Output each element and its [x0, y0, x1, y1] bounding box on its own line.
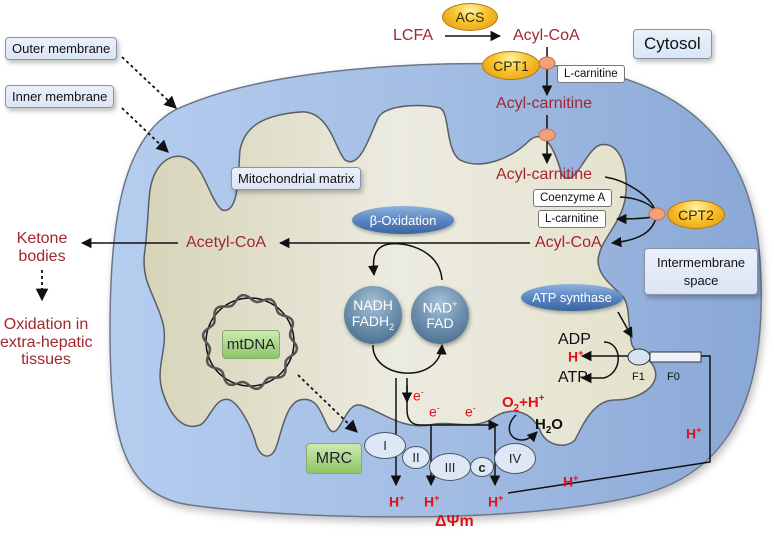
oxygen-to-water-arrow [508, 414, 538, 443]
adp-to-atp-arrow [580, 341, 619, 384]
ketone-bodies-label: Ketone bodies [5, 230, 79, 265]
mtdna-to-mrc-arrow [297, 374, 358, 433]
atp-synthase-f0 [649, 351, 702, 363]
fadh2-text: FADH2 [351, 312, 395, 332]
inner-membrane-label: Inner membrane [5, 85, 115, 108]
acetyl-coa-label: Acetyl-CoA [186, 234, 267, 251]
complex-iv: IV [494, 443, 536, 474]
membrane-potential-label: ΔΨm [435, 513, 474, 530]
mitochondrial-matrix-label: Mitochondrial matrix [231, 167, 362, 190]
coenzyme-a-box: Coenzyme A [533, 189, 613, 207]
cpt2-enzyme: CPT2 [667, 200, 725, 229]
extrahepatic-oxidation-label: Oxidation in extra-hepatic tissues [0, 316, 93, 369]
inner-membrane-pointer [121, 107, 169, 153]
proton-complex-i: H+ [389, 493, 405, 510]
beta-oxidation-loop [368, 242, 443, 281]
atp-synthase-pointer [617, 311, 633, 338]
nad-text: NAD+ [422, 298, 458, 316]
oxidation-line1: Oxidation in [3, 316, 89, 333]
acyl-carnitine-ims-label: Acyl-carnitine [496, 95, 593, 112]
nadh-text: NADH [353, 297, 393, 314]
cofactor-regeneration-loop [372, 343, 447, 374]
f1-label: F1 [632, 371, 645, 383]
acs-enzyme: ACS [442, 3, 498, 31]
electron-label-2: e- [429, 403, 440, 420]
outer-membrane-pointer [121, 56, 177, 109]
complex-iii: III [429, 453, 471, 481]
ketone-line1: Ketone [16, 230, 68, 247]
nad-fad-ball: NAD+ FAD [411, 286, 469, 344]
complex-i: I [364, 432, 406, 459]
atp-synthase-f1 [627, 348, 651, 366]
oxygen-proton-label: O2+H+ [502, 393, 545, 414]
intermembrane-line1: Intermembrane [657, 255, 746, 270]
acyl-coa-cytosol-label: Acyl-CoA [513, 27, 580, 44]
carnitine-translocase [538, 128, 556, 142]
adp-label: ADP [558, 331, 591, 348]
atp-label: ATP [558, 369, 588, 386]
outer-membrane-label: Outer membrane [5, 37, 118, 60]
mtdna-label: mtDNA [222, 330, 280, 359]
oxidation-line2: extra-hepatic [0, 333, 93, 351]
oxidation-line3: tissues [21, 351, 71, 369]
cytochrome-c: c [470, 457, 494, 477]
cpt1-transporter [538, 56, 556, 70]
intermembrane-line2: space [683, 272, 719, 288]
complex-ii: II [402, 446, 430, 469]
cpt2-out-acylcoa [610, 217, 657, 248]
fad-text: FAD [426, 314, 454, 331]
proton-ims-1: H+ [563, 473, 579, 490]
ketone-line2: bodies [18, 247, 66, 265]
mrc-label: MRC [306, 443, 362, 474]
proton-matrix-atp: H+ [568, 348, 584, 365]
acyl-coa-matrix-label: Acyl-CoA [535, 234, 602, 251]
l-carnitine-matrix-box: L-carnitine [538, 210, 606, 228]
f0-label: F0 [667, 371, 680, 383]
electron-label-3: e- [465, 403, 476, 420]
electron-label-1: e- [413, 387, 424, 404]
water-label: H2O [535, 416, 563, 436]
atp-synthase-label: ATP synthase [521, 284, 623, 311]
nadh-fadh2-ball: NADH FADH2 [344, 286, 402, 344]
cpt2-transporter [648, 207, 666, 221]
proton-complex-iii: H+ [424, 493, 440, 510]
proton-complex-iv: H+ [488, 493, 504, 510]
lcfa-label: LCFA [393, 27, 434, 44]
acyl-carnitine-matrix-label: Acyl-carnitine [496, 166, 593, 183]
beta-oxidation-label: β-Oxidation [352, 206, 454, 234]
electron-path-main [406, 378, 500, 431]
intermembrane-space-label: Intermembrane space [644, 248, 759, 296]
cytosol-label: Cytosol [633, 29, 712, 59]
l-carnitine-cytosol-box: L-carnitine [557, 65, 625, 83]
cpt2-in-acylcarnitine [604, 176, 657, 213]
cpt1-enzyme: CPT1 [482, 51, 540, 80]
proton-ims-2: H+ [686, 425, 702, 442]
mtdna-circle [201, 293, 299, 391]
